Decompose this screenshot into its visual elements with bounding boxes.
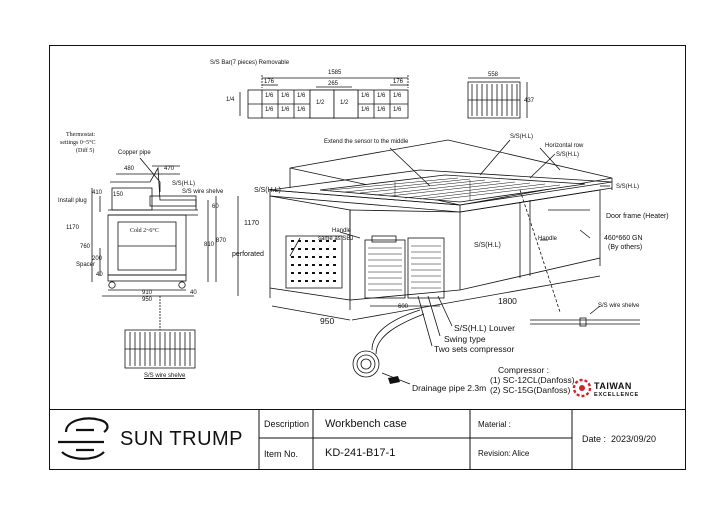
perforated-label: perforated [232, 251, 264, 258]
wire-shelve-detail [124, 296, 196, 369]
thermostat-diff: (Diff 5) [76, 148, 95, 154]
thermostat-settings: settings 0~5°C [60, 140, 96, 146]
title-block [49, 409, 686, 470]
drawing-frame [49, 45, 686, 470]
ss-wire-shelve-label: S/S wire shelve [598, 303, 640, 309]
dim-200: 200 [92, 256, 103, 262]
taiwan-excellence-line2: EXCELLENCE [594, 392, 639, 398]
door-frame-label: Door frame (Heater) [606, 213, 669, 220]
material-label: Material : [478, 420, 511, 429]
dim-470: 470 [164, 166, 175, 172]
sun-trump-logo-icon [58, 417, 109, 460]
dim-870: 870 [216, 238, 227, 244]
dim-558: 558 [488, 72, 499, 78]
dim-600: 600 [398, 304, 409, 310]
shelve-caption: S/S wire shelve [144, 373, 186, 379]
dim-437: 437 [524, 98, 535, 104]
pan-1-2: 1/2 [340, 100, 349, 106]
compressor-2: (2) SC-15G(Danfoss) [490, 385, 571, 395]
pan-1-6: 1/6 [265, 107, 274, 113]
pan-1-6: 1/6 [361, 107, 370, 113]
revision-value: Alice [512, 449, 530, 458]
install-plug-label: Install plug [58, 198, 87, 204]
drainage-pipe-label: Drainage pipe 2.3m [412, 383, 487, 393]
spacer-label: Spacer [76, 262, 96, 268]
dim-480: 480 [124, 166, 135, 172]
dim-1170-side: 1170 [66, 225, 79, 231]
side-view [91, 157, 217, 297]
pan-1-6: 1/6 [393, 107, 402, 113]
handle-right-label: Handle [538, 236, 558, 242]
ss-hl-mid-label: S/S(H.L) [474, 242, 501, 249]
dim-950-side: 950 [142, 297, 153, 303]
taiwan-excellence-line1: TAIWAN [594, 381, 632, 391]
pan-1-2: 1/2 [316, 100, 325, 106]
dim-176-left: 176 [264, 79, 275, 85]
handle-same-label: same as SBJ [318, 236, 354, 242]
pan-1-6: 1/6 [377, 107, 386, 113]
compressor-1: (1) SC-12CL(Danfoss) [490, 375, 575, 385]
dim-265: 265 [328, 81, 339, 87]
dim-1585: 1585 [328, 70, 342, 76]
cold-label: Cold 2~6°C [130, 228, 159, 234]
description-value: Workbench case [325, 418, 407, 430]
ss-wire-shelve-side: S/S wire shelve [182, 189, 224, 195]
taiwan-excellence-logo [572, 378, 592, 398]
pan-1-6: 1/6 [265, 93, 274, 99]
pan-1-4: 1/4 [226, 97, 235, 103]
dim-40: 40 [96, 272, 103, 278]
dim-760: 760 [80, 244, 91, 250]
dim-1800: 1800 [498, 296, 517, 306]
louver-label: S/S(H.L) Louver [454, 323, 515, 333]
ss-hl-right-label-2: S/S(H.L) [616, 184, 640, 190]
item-no-value: KD-241-B17-1 [325, 447, 396, 459]
gn-label: 460*660 GN [604, 235, 643, 242]
ss-hl-right-label: S/S(H.L) [556, 152, 580, 158]
thermostat-label: Thermostat: [66, 132, 95, 138]
by-others-label: (By others) [608, 244, 643, 251]
title-block-grid [258, 409, 573, 470]
ss-hl-side: S/S(H.L) [172, 181, 196, 187]
swing-type-label: Swing type [444, 334, 486, 344]
pan-1-6: 1/6 [393, 93, 402, 99]
date-label: Date : [582, 434, 607, 444]
pan-1-6: 1/6 [281, 93, 290, 99]
description-label: Description [264, 419, 310, 429]
copper-pipe-label: Copper pipe [118, 150, 151, 156]
handle-label: Handle [332, 228, 352, 234]
dim-910: 910 [142, 290, 153, 296]
ss-bar-label: S/S Bar(7 pieces) Removable [210, 60, 290, 66]
wire-shelve-top-view [467, 77, 528, 119]
pan-layout-top-view [239, 75, 409, 119]
item-no-label: Item No. [264, 449, 299, 459]
workbench-isometric [237, 139, 640, 385]
perforation-pattern [291, 240, 400, 384]
horizontal-row-label: Horizontal row [545, 143, 584, 149]
dim-810: 810 [204, 242, 215, 248]
dim-40-bottom: 40 [190, 290, 197, 296]
pan-1-6: 1/6 [377, 93, 386, 99]
date-value: 2023/09/20 [611, 434, 657, 444]
dim-950: 950 [320, 316, 335, 326]
dim-410: 410 [92, 190, 103, 196]
dim-1170: 1170 [244, 220, 260, 227]
pan-1-6: 1/6 [297, 107, 306, 113]
revision-label: Revision: [478, 449, 511, 458]
ss-hl-top-label: S/S(H.L) [510, 134, 534, 140]
dim-176-right: 176 [393, 79, 404, 85]
dim-150: 150 [113, 192, 124, 198]
company-name: SUN TRUMP [120, 428, 244, 450]
pan-1-6: 1/6 [361, 93, 370, 99]
pan-1-6: 1/6 [297, 93, 306, 99]
pan-1-6: 1/6 [281, 107, 290, 113]
extend-sensor-label: Extend the sensor to the middle [324, 139, 409, 145]
two-sets-compressor-label: Two sets compressor [434, 344, 515, 354]
ss-hl-left-label: S/S(H.L) [254, 187, 281, 194]
compressor-title: Compressor : [498, 365, 550, 375]
dim-60: 60 [212, 204, 219, 210]
